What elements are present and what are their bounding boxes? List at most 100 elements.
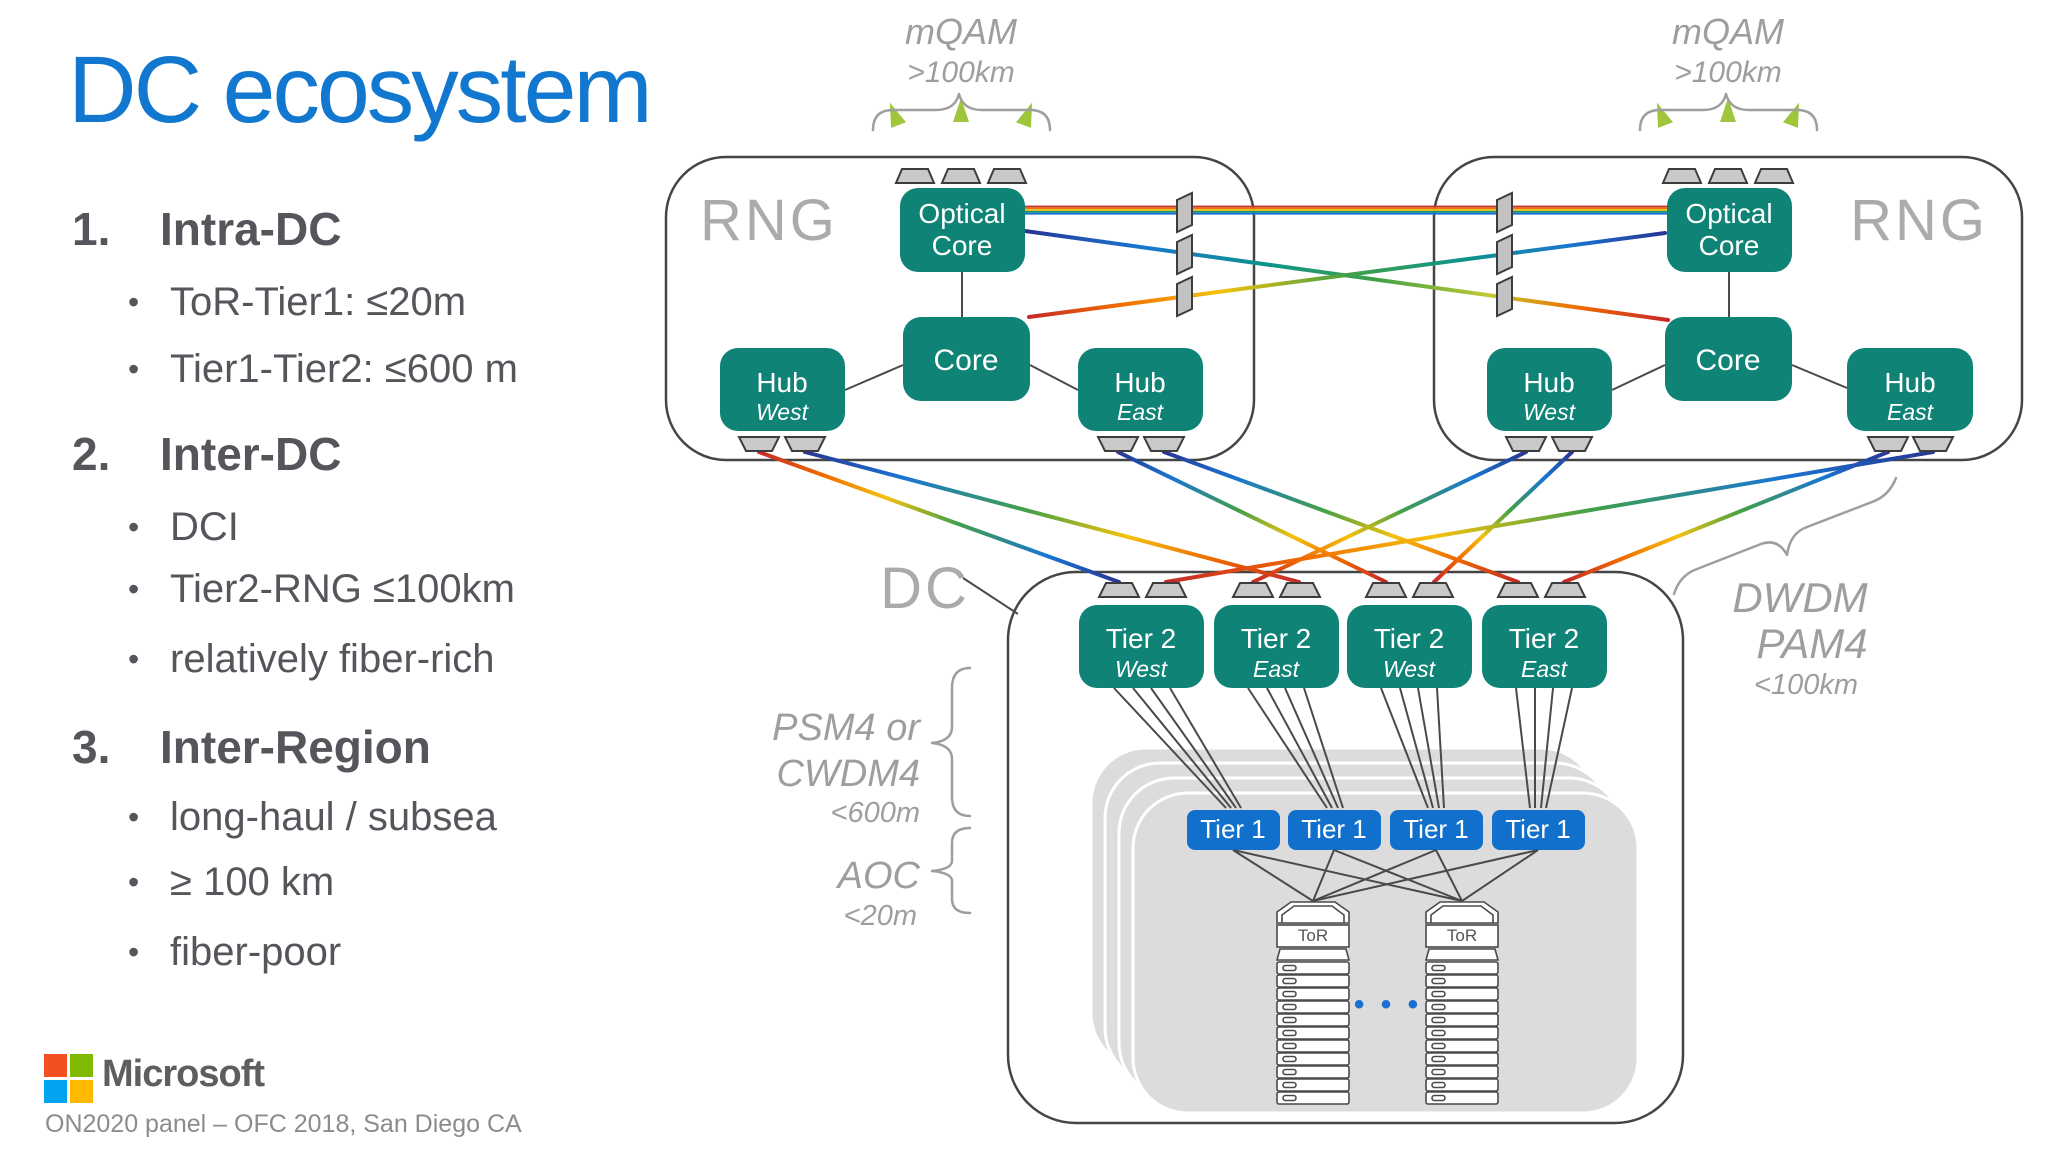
bullet-icon: • <box>128 799 140 835</box>
tier1-label: Tier 1 <box>1403 814 1469 844</box>
rng-left-nodes: Optical Core Core Hub West Hub East <box>720 188 1203 431</box>
hub-east-label: Hub <box>1884 367 1935 398</box>
hub-west-node <box>720 348 845 431</box>
bullet-text: relatively fiber-rich <box>170 637 495 681</box>
tier1-node <box>1492 810 1585 850</box>
aoc-label: AOC <box>836 855 921 897</box>
bullet-tier2-rng: • Tier2-RNG ≤100km <box>128 567 515 612</box>
ms-logo-blue-square <box>44 1080 67 1103</box>
aoc-brace <box>930 826 972 915</box>
tier2-east-2-node <box>1482 605 1607 688</box>
psm4-distance: <600m <box>831 797 920 829</box>
dc-label: DC <box>880 556 970 621</box>
list-heading-label: Intra-DC <box>160 203 342 255</box>
optical-core-label: Optical <box>1685 198 1772 229</box>
list-heading-inter-region: 3. Inter-Region <box>72 720 431 774</box>
bullet-long-haul: • long-haul / subsea <box>128 795 497 840</box>
bullet-icon: • <box>128 284 140 320</box>
footer-credit: ON2020 panel – OFC 2018, San Diego CA <box>45 1110 522 1138</box>
bullet-dci: •DCI <box>128 505 239 550</box>
tier2-label: Tier 2 <box>1509 623 1580 654</box>
bullet-text: ToR-Tier1: ≤20m <box>170 280 467 324</box>
hub-east-zone: East <box>1887 399 1935 425</box>
dwdm-label-line1: DWDM <box>1732 574 1867 621</box>
list-number: 3. <box>72 721 111 773</box>
core-label: Core <box>1695 344 1760 377</box>
tier2-zone: East <box>1253 656 1301 682</box>
psm4-label-line2: CWDM4 <box>776 753 920 795</box>
tier2-west-2-node <box>1347 605 1472 688</box>
bullet-fiber-rich: •relatively fiber-rich <box>128 637 495 682</box>
mqam-left-brace <box>871 92 1052 132</box>
hub-east-node <box>1847 348 1973 431</box>
bullet-tor-tier1: • ToR-Tier1: ≤20m <box>128 280 466 325</box>
tier2-zone: West <box>1115 656 1169 682</box>
wdm-splitter-icons <box>1176 191 1513 318</box>
tier2-label: Tier 2 <box>1241 623 1312 654</box>
tor-label: ToR <box>1447 926 1477 945</box>
hub-west-label: Hub <box>1523 367 1574 398</box>
mqam-left-distance: >100km <box>907 56 1015 89</box>
tier1-label: Tier 1 <box>1301 814 1367 844</box>
tier1-nodes: Tier 1 Tier 1 Tier 1 Tier 1 <box>1187 810 1585 850</box>
list-heading-inter-dc: 2.Inter-DC <box>72 427 341 481</box>
bullet-icon: • <box>128 864 140 900</box>
page-title: DC ecosystem <box>68 37 653 143</box>
dc-region <box>1006 570 1685 1125</box>
dwdm-label-line2: PAM4 <box>1756 620 1867 667</box>
tier2-label: Tier 2 <box>1106 623 1177 654</box>
hub-east-zone: East <box>1117 399 1165 425</box>
aoc-distance: <20m <box>844 900 917 932</box>
list-heading-label: Inter-Region <box>160 721 431 773</box>
dc-label-pointer-line <box>962 577 1019 615</box>
mqam-right-distance: >100km <box>1674 56 1782 89</box>
ms-logo-green-square <box>70 1054 93 1077</box>
tor-label: ToR <box>1298 926 1328 945</box>
ms-logo-red-square <box>44 1054 67 1077</box>
tier1-node <box>1390 810 1483 850</box>
bullet-text: long-haul / subsea <box>170 795 497 839</box>
optical-core-node <box>900 188 1025 272</box>
tier1-node <box>1187 810 1280 850</box>
optical-core-label: Optical <box>918 198 1005 229</box>
core-label: Core <box>933 344 998 377</box>
core-node <box>903 317 1030 401</box>
optical-core-label: Core <box>1699 230 1760 261</box>
tier1-label: Tier 1 <box>1200 814 1266 844</box>
rng-internal-links <box>844 272 1848 391</box>
hub-east-label: Hub <box>1114 367 1165 398</box>
list-number: 1. <box>72 203 111 255</box>
bullet-tier1-tier2: •Tier1-Tier2: ≤600 m <box>128 347 518 392</box>
bullet-100km: •≥ 100 km <box>128 860 334 905</box>
dwdm-distance: <100km <box>1754 669 1858 701</box>
rng-right-nodes: Optical Core Core Hub West Hub East <box>1487 188 1973 431</box>
bullet-icon: • <box>128 934 140 970</box>
psm4-label-line1: PSM4 or <box>772 707 921 749</box>
psm4-brace <box>930 666 972 818</box>
inter-rng-ribbon <box>1025 205 1667 215</box>
ms-logo-yellow-square <box>70 1080 93 1103</box>
hub-west-zone: West <box>1523 399 1577 425</box>
bullet-icon: • <box>128 571 140 607</box>
dwdm-brace <box>1672 476 1898 596</box>
mqam-right-brace <box>1638 92 1819 132</box>
rng-right-label: RNG <box>1850 188 1988 253</box>
bullet-text: Tier1-Tier2: ≤600 m <box>170 347 518 391</box>
bullet-fiber-poor: •fiber-poor <box>128 930 341 975</box>
transceiver-icons <box>737 168 1955 598</box>
microsoft-logo-icon <box>44 1054 94 1104</box>
tier2-nodes: Tier 2 West Tier 2 East Tier 2 West Tier… <box>1079 605 1607 688</box>
hub-west-zone: West <box>756 399 810 425</box>
bullet-text: Tier2-RNG ≤100km <box>170 567 515 611</box>
optical-core-label: Core <box>932 230 993 261</box>
tier2-east-1-node <box>1214 605 1339 688</box>
dci-links <box>757 450 1935 584</box>
tier2-tier1-links <box>1113 687 1573 809</box>
mqam-left-title: mQAM <box>905 11 1017 52</box>
mqam-right-title: mQAM <box>1672 11 1784 52</box>
optical-core-node <box>1667 188 1792 272</box>
inter-rng-cross-links <box>1023 229 1670 322</box>
list-heading-label: Inter-DC <box>160 428 342 480</box>
